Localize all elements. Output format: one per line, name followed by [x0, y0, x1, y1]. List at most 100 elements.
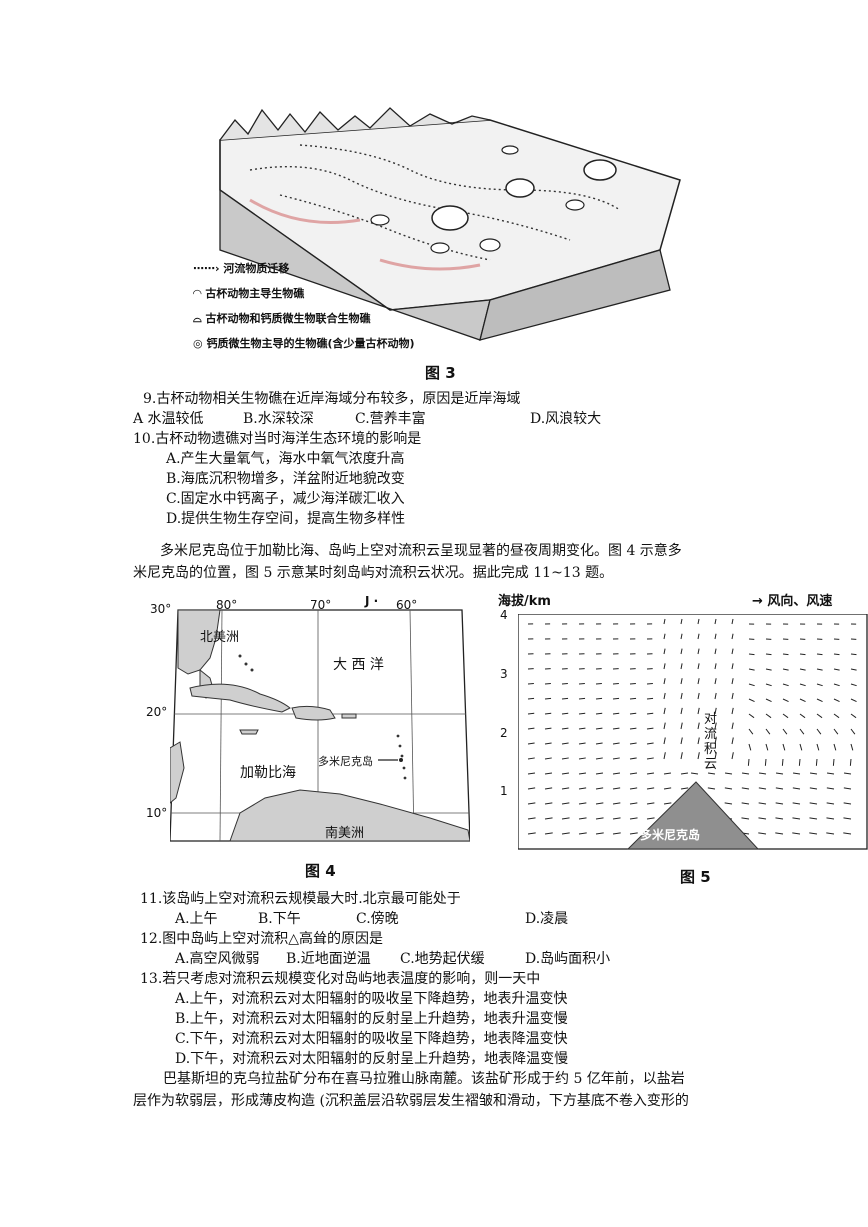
- wind-arrow: [816, 728, 822, 735]
- wind-arrow: [527, 742, 535, 745]
- wind-arrow: [765, 728, 771, 735]
- question-10-option-c: C.固定水中钙离子，减少海洋碳汇收入: [166, 491, 405, 507]
- wind-arrow: [792, 787, 801, 790]
- fig4-lon-60: 60°: [396, 598, 418, 612]
- wind-arrow: [758, 817, 767, 820]
- question-13-option-d: D.下午，对流积云对太阳辐射的反射呈上升趋势，地表降温变慢: [175, 1051, 569, 1067]
- fig4-atlantic: 大 西 洋: [333, 657, 384, 673]
- wind-arrow: [561, 712, 569, 715]
- wind-arrow: [578, 697, 586, 700]
- wind-arrow: [714, 692, 717, 700]
- wind-arrow: [527, 802, 536, 805]
- wind-arrow: [527, 727, 535, 730]
- wind-arrow: [697, 692, 700, 700]
- wind-arrow: [843, 802, 852, 805]
- wind-arrow: [663, 752, 666, 760]
- figure-3-caption: 图 3: [425, 364, 456, 382]
- question-12-option-b: B.近地面逆温: [286, 951, 371, 967]
- wind-arrow: [782, 683, 789, 687]
- wind-arrow: [680, 633, 683, 640]
- wind-arrow: [578, 817, 587, 820]
- wind-arrow: [595, 787, 604, 790]
- wind-arrow: [849, 758, 852, 766]
- wind-arrow: [527, 712, 535, 715]
- wind-arrow: [731, 737, 734, 745]
- wind-arrow: [544, 712, 552, 715]
- question-13-option-b: B.上午，对流积云对太阳辐射的反射呈上升趋势，地表升温变慢: [175, 1011, 568, 1027]
- fig5-island-label: 多米尼克岛: [640, 828, 701, 842]
- wind-arrow: [680, 737, 683, 745]
- wind-arrow: [809, 802, 818, 805]
- wind-arrow: [731, 618, 734, 625]
- question-11-option-c: C.傍晚: [356, 911, 399, 927]
- fig3-legend-1: ⋯⋯› 河流物质迁移: [193, 262, 290, 275]
- wind-arrow: [663, 737, 666, 745]
- wind-arrow: [799, 668, 806, 671]
- wind-arrow: [663, 678, 666, 685]
- wind-arrow: [833, 743, 837, 751]
- fig3-legend-3: ⌓ 古杯动物和钙质微生物联合生物礁: [193, 312, 371, 325]
- wind-arrow: [663, 787, 672, 790]
- wind-arrow: [680, 707, 683, 715]
- wind-arrow: [843, 832, 852, 835]
- wind-arrow: [680, 648, 683, 655]
- wind-arrow: [544, 772, 553, 775]
- wind-arrow: [764, 758, 767, 766]
- wind-arrow: [697, 633, 700, 640]
- wind-arrow: [765, 668, 772, 671]
- wind-arrow: [724, 787, 733, 790]
- wind-arrow: [792, 832, 801, 835]
- wind-arrow: [697, 722, 700, 730]
- wind-arrow: [629, 727, 637, 730]
- wind-arrow: [748, 668, 755, 671]
- microbial-reef-icon: ◎: [193, 337, 203, 350]
- figure-4-map: [170, 609, 470, 842]
- wind-arrow: [741, 817, 750, 820]
- wind-arrow: [832, 758, 835, 766]
- wind-arrow: [646, 802, 655, 805]
- wind-arrow: [680, 692, 683, 700]
- wind-arrow: [544, 727, 552, 730]
- wind-arrow: [527, 757, 535, 760]
- question-11-stem: 11.该岛屿上空对流积云规模最大时.北京最可能处于: [140, 891, 461, 907]
- wind-arrow: [826, 817, 835, 820]
- wind-arrow: [680, 678, 683, 685]
- wind-arrow: [816, 683, 823, 687]
- wind-arrow: [714, 648, 717, 655]
- wind-arrow: [741, 772, 750, 775]
- wind-arrow: [595, 772, 604, 775]
- wind-arrow: [826, 772, 835, 775]
- question-13-stem: 13.若只考虑对流积云规模变化对岛屿地表温度的影响，则一天中: [140, 971, 541, 987]
- figure-5-caption: 图 5: [680, 868, 711, 886]
- wind-arrow: [833, 653, 840, 656]
- wind-arrow: [826, 787, 835, 790]
- wind-arrow: [663, 802, 672, 805]
- wind-arrow: [748, 728, 754, 735]
- wind-arrow: [544, 787, 553, 790]
- fig5-legend: → 风向、风速: [752, 594, 833, 609]
- wind-arrow: [646, 727, 654, 730]
- wind-arrow: [775, 802, 784, 805]
- wind-arrow: [578, 787, 587, 790]
- question-11-option-d: D.凌晨: [525, 911, 569, 927]
- wind-arrow: [629, 787, 638, 790]
- wind-arrow: [612, 682, 619, 685]
- wind-arrow: [663, 633, 666, 640]
- wind-arrow: [595, 682, 602, 685]
- wind-arrow: [595, 727, 603, 730]
- fig4-south-america: 南美洲: [325, 826, 365, 841]
- question-9-option-b: B.水深较深: [243, 411, 314, 427]
- wind-arrow: [775, 817, 784, 820]
- wind-arrow: [646, 682, 653, 685]
- wind-arrow: [833, 668, 840, 671]
- wind-arrow: [697, 752, 700, 760]
- wind-arrow: [707, 772, 716, 775]
- wind-arrow: [714, 707, 717, 715]
- wind-arrow: [561, 832, 570, 835]
- wind-arrow: [680, 663, 683, 670]
- wind-arrow: [595, 712, 603, 715]
- figure-3-block-diagram: [219, 107, 681, 341]
- wind-arrow: [731, 707, 734, 715]
- wind-arrow: [646, 787, 655, 790]
- question-10-stem: 10.古杯动物遗礁对当时海洋生态环境的影响是: [133, 431, 422, 447]
